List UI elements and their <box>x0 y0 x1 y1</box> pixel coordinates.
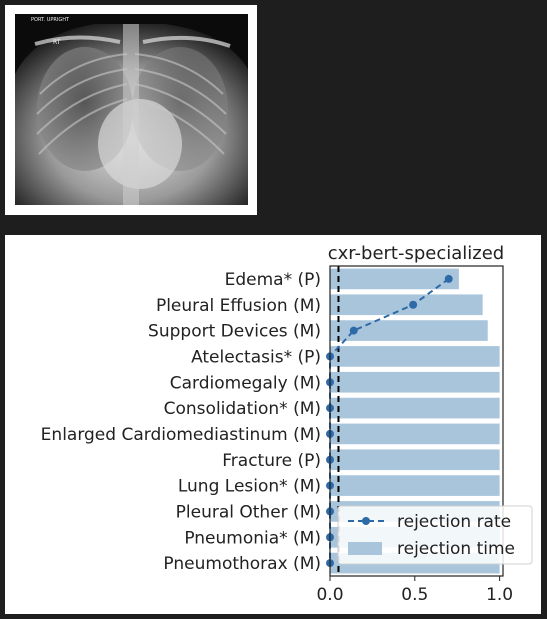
legend-box <box>337 505 533 565</box>
bar <box>330 294 483 316</box>
chart-title: cxr-bert-specialized <box>328 243 505 264</box>
rejection-chart: cxr-bert-specialized Edema* (P) Pleural E… <box>41 243 533 605</box>
y-tick-label: Fracture (P) <box>222 451 321 471</box>
xray-marker-portable: PORT. UPRIGHT <box>31 17 70 23</box>
y-tick-label: Pneumonia* (M) <box>184 528 321 548</box>
y-tick-label: Pleural Effusion (M) <box>156 296 321 316</box>
axes-frame <box>329 265 504 577</box>
y-axis-labels: Edema* (P) Pleural Effusion (M) Support De… <box>41 270 321 574</box>
y-tick-label: Support Devices (M) <box>148 322 321 342</box>
x-tick-label: 0.5 <box>401 585 428 605</box>
y-tick-label: Lung Lesion* (M) <box>178 477 321 497</box>
legend-label-rejection-time: rejection time <box>397 539 515 559</box>
legend-line-marker <box>362 517 370 525</box>
bar <box>330 320 488 341</box>
bar <box>330 371 500 393</box>
y-tick-label: Atelectasis* (P) <box>191 347 321 367</box>
y-tick-label: Enlarged Cardiomediastinum (M) <box>41 425 321 445</box>
y-tick-label: Consolidation* (M) <box>164 399 321 419</box>
xray-marker-right: RT <box>53 39 61 46</box>
chest-xray-drawing: PORT. UPRIGHT RT <box>15 14 248 205</box>
x-axis-ticks: 0.0 0.5 1.0 <box>316 576 513 605</box>
bar <box>330 397 500 419</box>
chart-panel: cxr-bert-specialized Edema* (P) Pleural E… <box>5 235 541 614</box>
chest-xray-image: PORT. UPRIGHT RT <box>15 14 248 205</box>
legend-bar-swatch <box>348 542 382 555</box>
bar <box>330 423 500 445</box>
bar <box>330 449 500 471</box>
bar <box>330 475 500 496</box>
bar <box>330 346 500 367</box>
y-tick-label: Cardiomegaly (M) <box>170 373 321 393</box>
y-tick-label: Pneumothorax (M) <box>163 554 321 574</box>
data-point <box>409 300 418 309</box>
data-point <box>349 326 358 335</box>
legend-label-rejection-rate: rejection rate <box>397 512 511 532</box>
xray-frame: PORT. UPRIGHT RT <box>5 5 257 215</box>
bar <box>330 268 459 290</box>
legend: rejection rate rejection time <box>337 505 533 565</box>
y-tick-label: Edema* (P) <box>225 270 321 290</box>
data-point <box>444 274 453 283</box>
x-tick-label: 0.0 <box>316 585 343 605</box>
y-tick-label: Pleural Other (M) <box>176 502 321 522</box>
x-tick-label: 1.0 <box>486 585 513 605</box>
